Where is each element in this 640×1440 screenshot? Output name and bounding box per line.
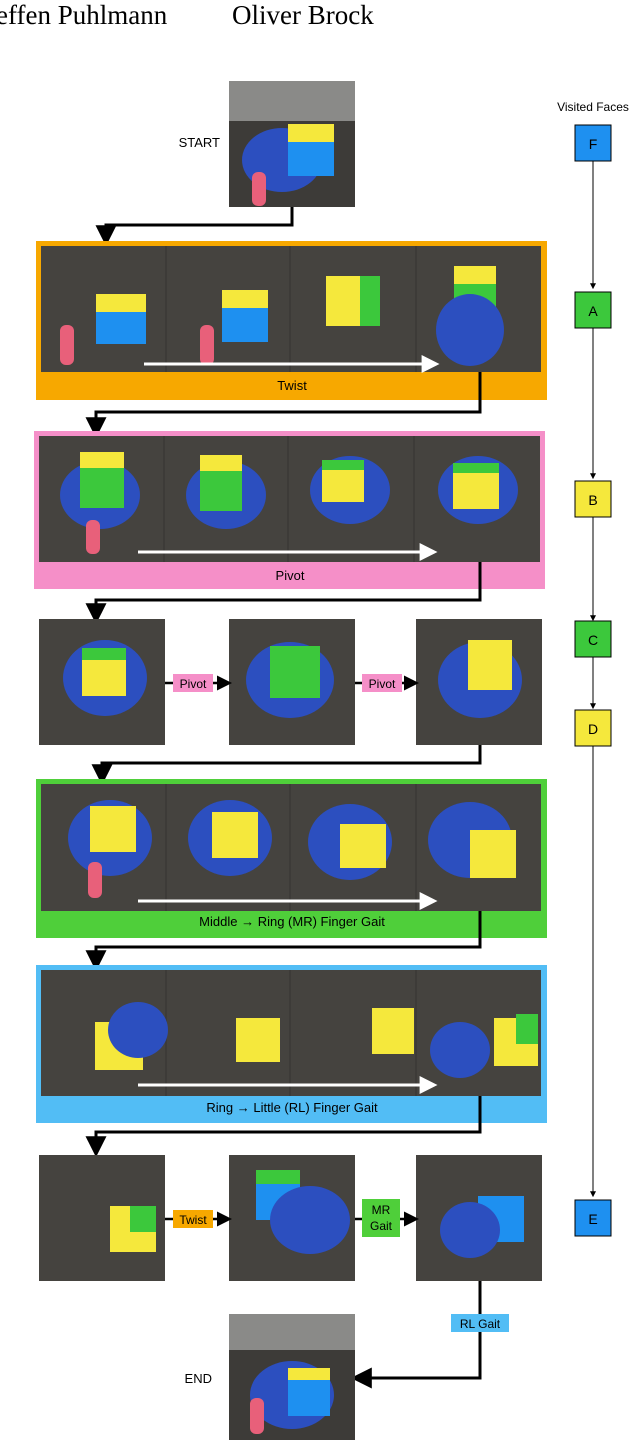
pivot-row: Pivot Pivot xyxy=(39,619,542,745)
face-box-e xyxy=(574,1199,612,1237)
rl-tag: RL Gait xyxy=(460,1317,501,1331)
author-left: effen Puhlmann xyxy=(0,0,168,30)
rl-band-label: Ring → Little (RL) Finger Gait xyxy=(206,1100,378,1115)
pivot-band-label: Pivot xyxy=(276,568,305,583)
face-letter-c: C xyxy=(588,632,598,648)
face-box-d xyxy=(574,709,612,747)
final-row: Twist MR Gait xyxy=(39,1155,542,1281)
face-box-b xyxy=(574,480,612,518)
face-letter-b: B xyxy=(588,492,597,508)
pivot-tag-2: Pivot xyxy=(369,677,396,691)
start-label: START xyxy=(179,135,220,150)
visited-faces-title: Visited Faces xyxy=(557,100,629,114)
end-label: END xyxy=(185,1371,212,1386)
mr-tag-line1: MR xyxy=(372,1203,391,1217)
end-photo xyxy=(229,1314,355,1440)
twist-photos xyxy=(41,246,541,372)
author-right: Oliver Brock xyxy=(232,0,374,30)
twist-band-label: Twist xyxy=(277,378,307,393)
visited-faces-chain: F A B C D E xyxy=(574,124,612,1237)
face-box-f xyxy=(574,124,612,162)
pivot-tag-1: Pivot xyxy=(180,677,207,691)
start-photo xyxy=(229,81,355,207)
face-box-c xyxy=(574,620,612,658)
mr-tag-line2: Gait xyxy=(370,1219,393,1233)
twist-tag: Twist xyxy=(179,1213,207,1227)
mr-band-label: Middle → Ring (MR) Finger Gait xyxy=(199,914,385,929)
author-line: effen Puhlmann Oliver Brock xyxy=(0,0,374,31)
face-letter-f: F xyxy=(589,136,598,152)
rl-gait-panel: Ring → Little (RL) Finger Gait xyxy=(36,965,547,1123)
face-letter-a: A xyxy=(588,303,598,319)
twist-panel: Twist xyxy=(36,241,547,400)
face-letter-e: E xyxy=(588,1211,597,1227)
mr-gait-panel: Middle → Ring (MR) Finger Gait xyxy=(36,779,547,938)
pivot-panel: Pivot xyxy=(34,431,545,589)
face-letter-d: D xyxy=(588,721,598,737)
face-box-a xyxy=(574,291,612,329)
